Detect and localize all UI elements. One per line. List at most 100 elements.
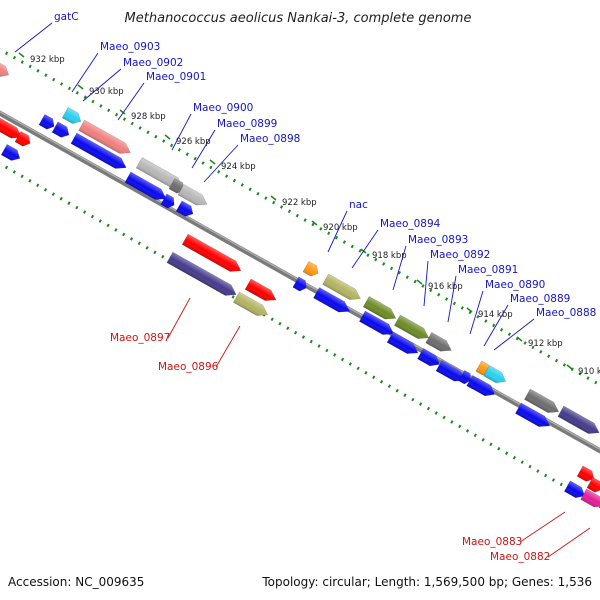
tick-mark	[416, 279, 423, 285]
gene-arrow[interactable]	[483, 365, 508, 386]
label-leader-line	[519, 511, 566, 543]
gene-arrow[interactable]	[70, 132, 129, 173]
gene-arrow[interactable]	[166, 251, 239, 300]
gene-arrow[interactable]	[458, 369, 474, 385]
gene-label[interactable]: Maeo_0902	[123, 57, 183, 69]
tick-label: 914 kbp	[478, 310, 513, 320]
gene-arrow[interactable]	[181, 233, 244, 276]
label-leader-line	[447, 275, 457, 323]
gene-arrow[interactable]	[386, 331, 421, 358]
tick-mark	[270, 195, 277, 201]
gene-arrow[interactable]	[292, 276, 309, 293]
label-leader-line	[82, 68, 122, 102]
tick-mark	[311, 220, 318, 226]
gene-arrow[interactable]	[359, 310, 396, 339]
gene-arrow[interactable]	[313, 287, 352, 316]
tick-label: 930 kbp	[89, 87, 124, 97]
gene-label[interactable]: Maeo_0893	[408, 234, 468, 246]
tick-mark	[119, 109, 126, 115]
gene-label[interactable]: Maeo_0883	[462, 536, 522, 548]
gene-label[interactable]: Maeo_0890	[485, 279, 545, 291]
gene-arrow[interactable]	[0, 144, 23, 163]
gene-arrow[interactable]	[14, 130, 33, 148]
gene-label[interactable]: gatC	[54, 11, 79, 23]
gene-arrow[interactable]	[580, 488, 600, 511]
gene-arrow[interactable]	[362, 296, 399, 323]
label-leader-line	[327, 210, 348, 253]
inner-dotted-ruler	[0, 161, 600, 509]
label-leader-line	[547, 527, 591, 558]
gene-arrow[interactable]	[61, 107, 84, 126]
gene-arrow[interactable]	[177, 184, 210, 209]
gene-arrow[interactable]	[124, 171, 169, 204]
gene-arrow[interactable]	[576, 465, 597, 484]
gene-label[interactable]: Maeo_0899	[217, 118, 277, 130]
gene-arrow[interactable]	[244, 278, 279, 305]
label-leader-line	[171, 113, 192, 151]
genome-summary-text: Topology: circular; Length: 1,569,500 bp…	[261, 575, 592, 589]
gene-arrow[interactable]	[0, 115, 25, 142]
gene-arrow[interactable]	[38, 113, 57, 131]
tick-label: 932 kbp	[30, 55, 65, 65]
gene-arrow[interactable]	[564, 480, 587, 501]
gene-arrow[interactable]	[425, 332, 455, 355]
gene-label[interactable]: Maeo_0896	[158, 361, 219, 373]
gene-arrow[interactable]	[394, 314, 431, 343]
gene-arrow[interactable]	[78, 119, 134, 158]
map-title: Methanococcus aeolicus Nankai-3, complet…	[125, 11, 472, 26]
gene-arrow[interactable]	[472, 378, 497, 399]
label-leader-line	[117, 82, 145, 121]
label-leader-line	[469, 290, 484, 335]
gene-label[interactable]: Maeo_0891	[458, 264, 518, 276]
label-leader-line	[71, 52, 99, 93]
tick-label: 922 kbp	[282, 198, 317, 208]
gene-label[interactable]: Maeo_0903	[100, 41, 160, 53]
label-leader-line	[493, 318, 535, 351]
gene-arrow[interactable]	[515, 402, 552, 431]
gene-label[interactable]: Maeo_0897	[110, 332, 170, 344]
gene-arrow[interactable]	[524, 388, 561, 417]
tick-mark	[77, 84, 84, 90]
tick-label: 912 kbp	[528, 339, 563, 349]
gene-label[interactable]: Maeo_0901	[146, 71, 206, 83]
tick-mark	[516, 336, 523, 342]
gene-arrow[interactable]	[302, 260, 321, 278]
tick-label: 910 kbp	[578, 367, 600, 377]
label-leader-line	[167, 297, 191, 339]
gene-label[interactable]: nac	[349, 199, 368, 211]
gene-arrow[interactable]	[586, 476, 600, 494]
gene-label[interactable]: Maeo_0892	[430, 249, 490, 261]
gene-arrow[interactable]	[322, 273, 364, 304]
tick-mark	[466, 307, 473, 313]
tick-label: 918 kbp	[372, 251, 407, 261]
gene-label[interactable]: Maeo_0888	[536, 307, 596, 319]
gene-arrow[interactable]	[475, 360, 492, 377]
gene-label[interactable]: Maeo_0900	[193, 102, 253, 114]
tick-mark	[18, 52, 25, 58]
tick-label: 924 kbp	[221, 162, 256, 172]
tick-label: 928 kbp	[131, 112, 166, 122]
outer-dotted-ruler	[0, 47, 600, 387]
gene-label[interactable]: Maeo_0894	[380, 218, 441, 230]
tick-mark	[566, 364, 573, 370]
accession-text: Accession: NC_009635	[8, 575, 144, 589]
tick-mark	[209, 159, 216, 165]
gene-label[interactable]: Maeo_0898	[240, 133, 300, 145]
tick-mark	[164, 134, 171, 140]
gene-arrow[interactable]	[175, 200, 196, 219]
label-leader-line	[203, 144, 239, 183]
gene-label[interactable]: Maeo_0882	[490, 551, 550, 563]
label-leader-line	[392, 245, 407, 291]
gene-arrow[interactable]	[557, 405, 600, 438]
tick-label: 920 kbp	[323, 223, 358, 233]
label-leader-line	[351, 229, 379, 269]
label-leader-line	[14, 22, 53, 53]
gene-arrow[interactable]	[233, 291, 270, 320]
label-leader-line	[191, 129, 216, 169]
gene-arrow[interactable]	[417, 348, 442, 369]
gene-arrow[interactable]	[160, 193, 177, 210]
gene-arrow[interactable]	[51, 121, 72, 140]
gene-arrow[interactable]	[0, 59, 12, 80]
gene-label[interactable]: Maeo_0889	[510, 293, 570, 305]
